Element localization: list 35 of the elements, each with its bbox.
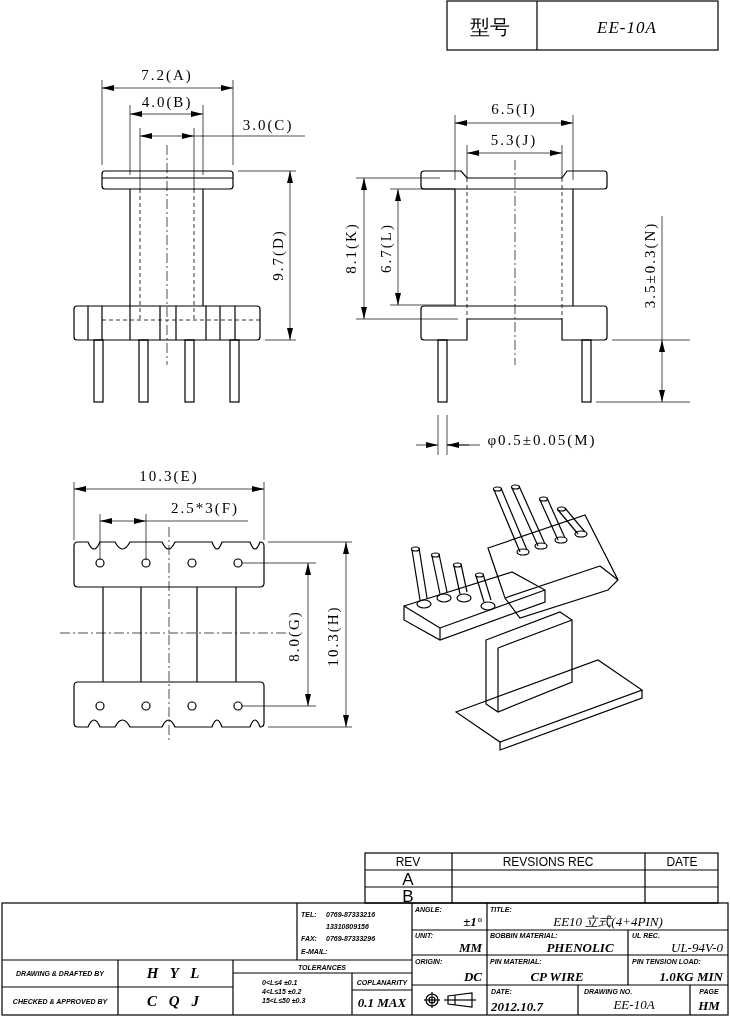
field-value: 0.1 MAX	[357, 995, 407, 1009]
dimension-label: 8.1(K)	[343, 222, 359, 274]
dimension-label: 9.7(D)	[270, 229, 286, 281]
field-value: UL-94V-0	[671, 940, 723, 954]
field-value: 2012.10.7	[491, 999, 543, 1013]
revision-letter: A	[402, 870, 414, 888]
field-value: CP WIRE	[530, 969, 584, 983]
model-number: EE-10A	[597, 18, 657, 36]
dimension-label: 2.5*3(F)	[170, 500, 240, 516]
field-value: H Y L	[146, 965, 204, 981]
field-value: EE-10A	[613, 997, 655, 1011]
table-header: REVSIONS REC	[502, 856, 594, 868]
dimension-label: 6.5(I)	[491, 101, 537, 117]
field-value: ±1°	[463, 914, 482, 928]
table-header: REV	[395, 856, 421, 868]
label: 型号	[470, 17, 510, 37]
field-value: C Q J	[147, 993, 203, 1009]
field-value: 1.0KG MIN	[659, 969, 723, 983]
field-value: MM	[458, 940, 482, 954]
field-value: DC	[463, 969, 482, 983]
dimension-label: 10.3(E)	[139, 468, 199, 484]
dimension-label: 7.2(A)	[141, 67, 193, 83]
field-value: PHENOLIC	[546, 940, 614, 954]
dimension-label: 3.0(C)	[242, 117, 294, 133]
dimension-label: φ0.5±0.05(M)	[487, 432, 597, 448]
dimension-label: 3.5±0.3(N)	[642, 221, 658, 309]
dimension-label: 6.7(L)	[378, 223, 394, 273]
field-value: HM	[698, 998, 720, 1012]
dimension-label: 4.0(B)	[141, 94, 193, 110]
dimension-label: 8.0(G)	[286, 610, 302, 662]
dimension-label: 10.3(H)	[325, 605, 341, 667]
dimension-label: 5.3(J)	[490, 132, 538, 148]
field-value: EE10 立式(4+4PIN)	[553, 914, 663, 928]
table-header: DATE	[666, 856, 698, 868]
revision-letter: B	[402, 887, 414, 905]
